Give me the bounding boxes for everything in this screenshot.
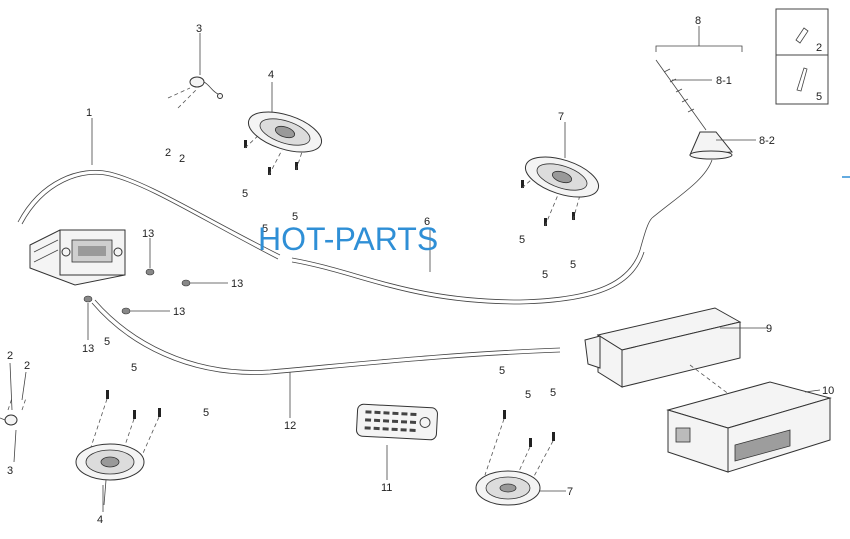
antenna-cable <box>651 159 713 219</box>
callout-2-c: 2 <box>7 350 13 362</box>
speaker-7-bottom <box>475 470 541 506</box>
callout-4-top: 4 <box>268 69 274 81</box>
cable-6 <box>291 217 653 301</box>
callout-13-b: 13 <box>231 278 243 290</box>
callout-8-1: 8-1 <box>716 75 732 87</box>
callout-13-d: 13 <box>82 343 94 355</box>
callout-2-a: 2 <box>165 147 171 159</box>
cable-1 <box>17 169 281 256</box>
callout-13-a: 13 <box>142 228 154 240</box>
callout-1: 1 <box>86 107 92 119</box>
callout-13-c: 13 <box>173 306 185 318</box>
callout-8-bracket <box>655 26 743 52</box>
fastener-legend <box>775 8 829 105</box>
callout-5-8: 5 <box>131 362 137 374</box>
callout-5-11: 5 <box>525 389 531 401</box>
callout-7-top: 7 <box>558 111 564 123</box>
speaker-7-top <box>524 156 600 198</box>
callout-11: 11 <box>381 482 392 494</box>
callout-10: 10 <box>822 385 834 397</box>
callout-5-9: 5 <box>203 407 209 419</box>
cable-12 <box>94 299 561 371</box>
callout-5-4: 5 <box>519 234 525 246</box>
callout-5-1: 5 <box>242 188 248 200</box>
screws-5 <box>106 140 575 447</box>
callout-7-bottom: 7 <box>567 486 573 498</box>
callout-5-2: 5 <box>262 223 268 235</box>
callout-8: 8 <box>695 15 701 27</box>
head-unit <box>29 229 126 286</box>
callout-2-b: 2 <box>179 153 185 165</box>
amplifier-box-9 <box>584 307 742 388</box>
leader-lines <box>9 33 821 512</box>
connector-3-bottom <box>0 414 18 426</box>
callout-5-5: 5 <box>542 269 548 281</box>
callout-9: 9 <box>766 323 772 335</box>
cd-unit-10 <box>666 381 832 473</box>
callout-3-top: 3 <box>196 23 202 35</box>
speaker-4-bottom <box>75 443 145 506</box>
callout-5-7: 5 <box>104 336 110 348</box>
callout-3-bottom: 3 <box>7 465 13 477</box>
dashed-link-9-10 <box>689 364 731 396</box>
callout-5-3: 5 <box>292 211 298 223</box>
legend-label-top: 2 <box>816 42 822 54</box>
rivet-icon <box>795 27 809 44</box>
cable-6-b <box>291 251 645 305</box>
cable-12-b <box>91 302 561 375</box>
callout-5-12: 5 <box>550 387 556 399</box>
bolts-13 <box>83 268 191 315</box>
callout-8-2: 8-2 <box>759 135 775 147</box>
connector-3-top <box>189 76 223 99</box>
callout-6: 6 <box>424 216 430 228</box>
legend-label-bottom: 5 <box>816 91 822 103</box>
callout-4-bottom: 4 <box>97 514 103 526</box>
remote-control-11 <box>356 403 438 441</box>
callout-5-10: 5 <box>499 365 505 377</box>
cable-1-b <box>21 173 279 260</box>
screw-icon <box>796 67 808 92</box>
callout-5-6: 5 <box>570 259 576 271</box>
callout-2-d: 2 <box>24 360 30 372</box>
speaker-4-top <box>247 111 323 153</box>
antenna-8 <box>655 59 733 160</box>
watermark: HOT-PARTS <box>258 221 438 257</box>
bolt-leader-lines <box>87 238 228 340</box>
callout-12: 12 <box>284 420 296 432</box>
